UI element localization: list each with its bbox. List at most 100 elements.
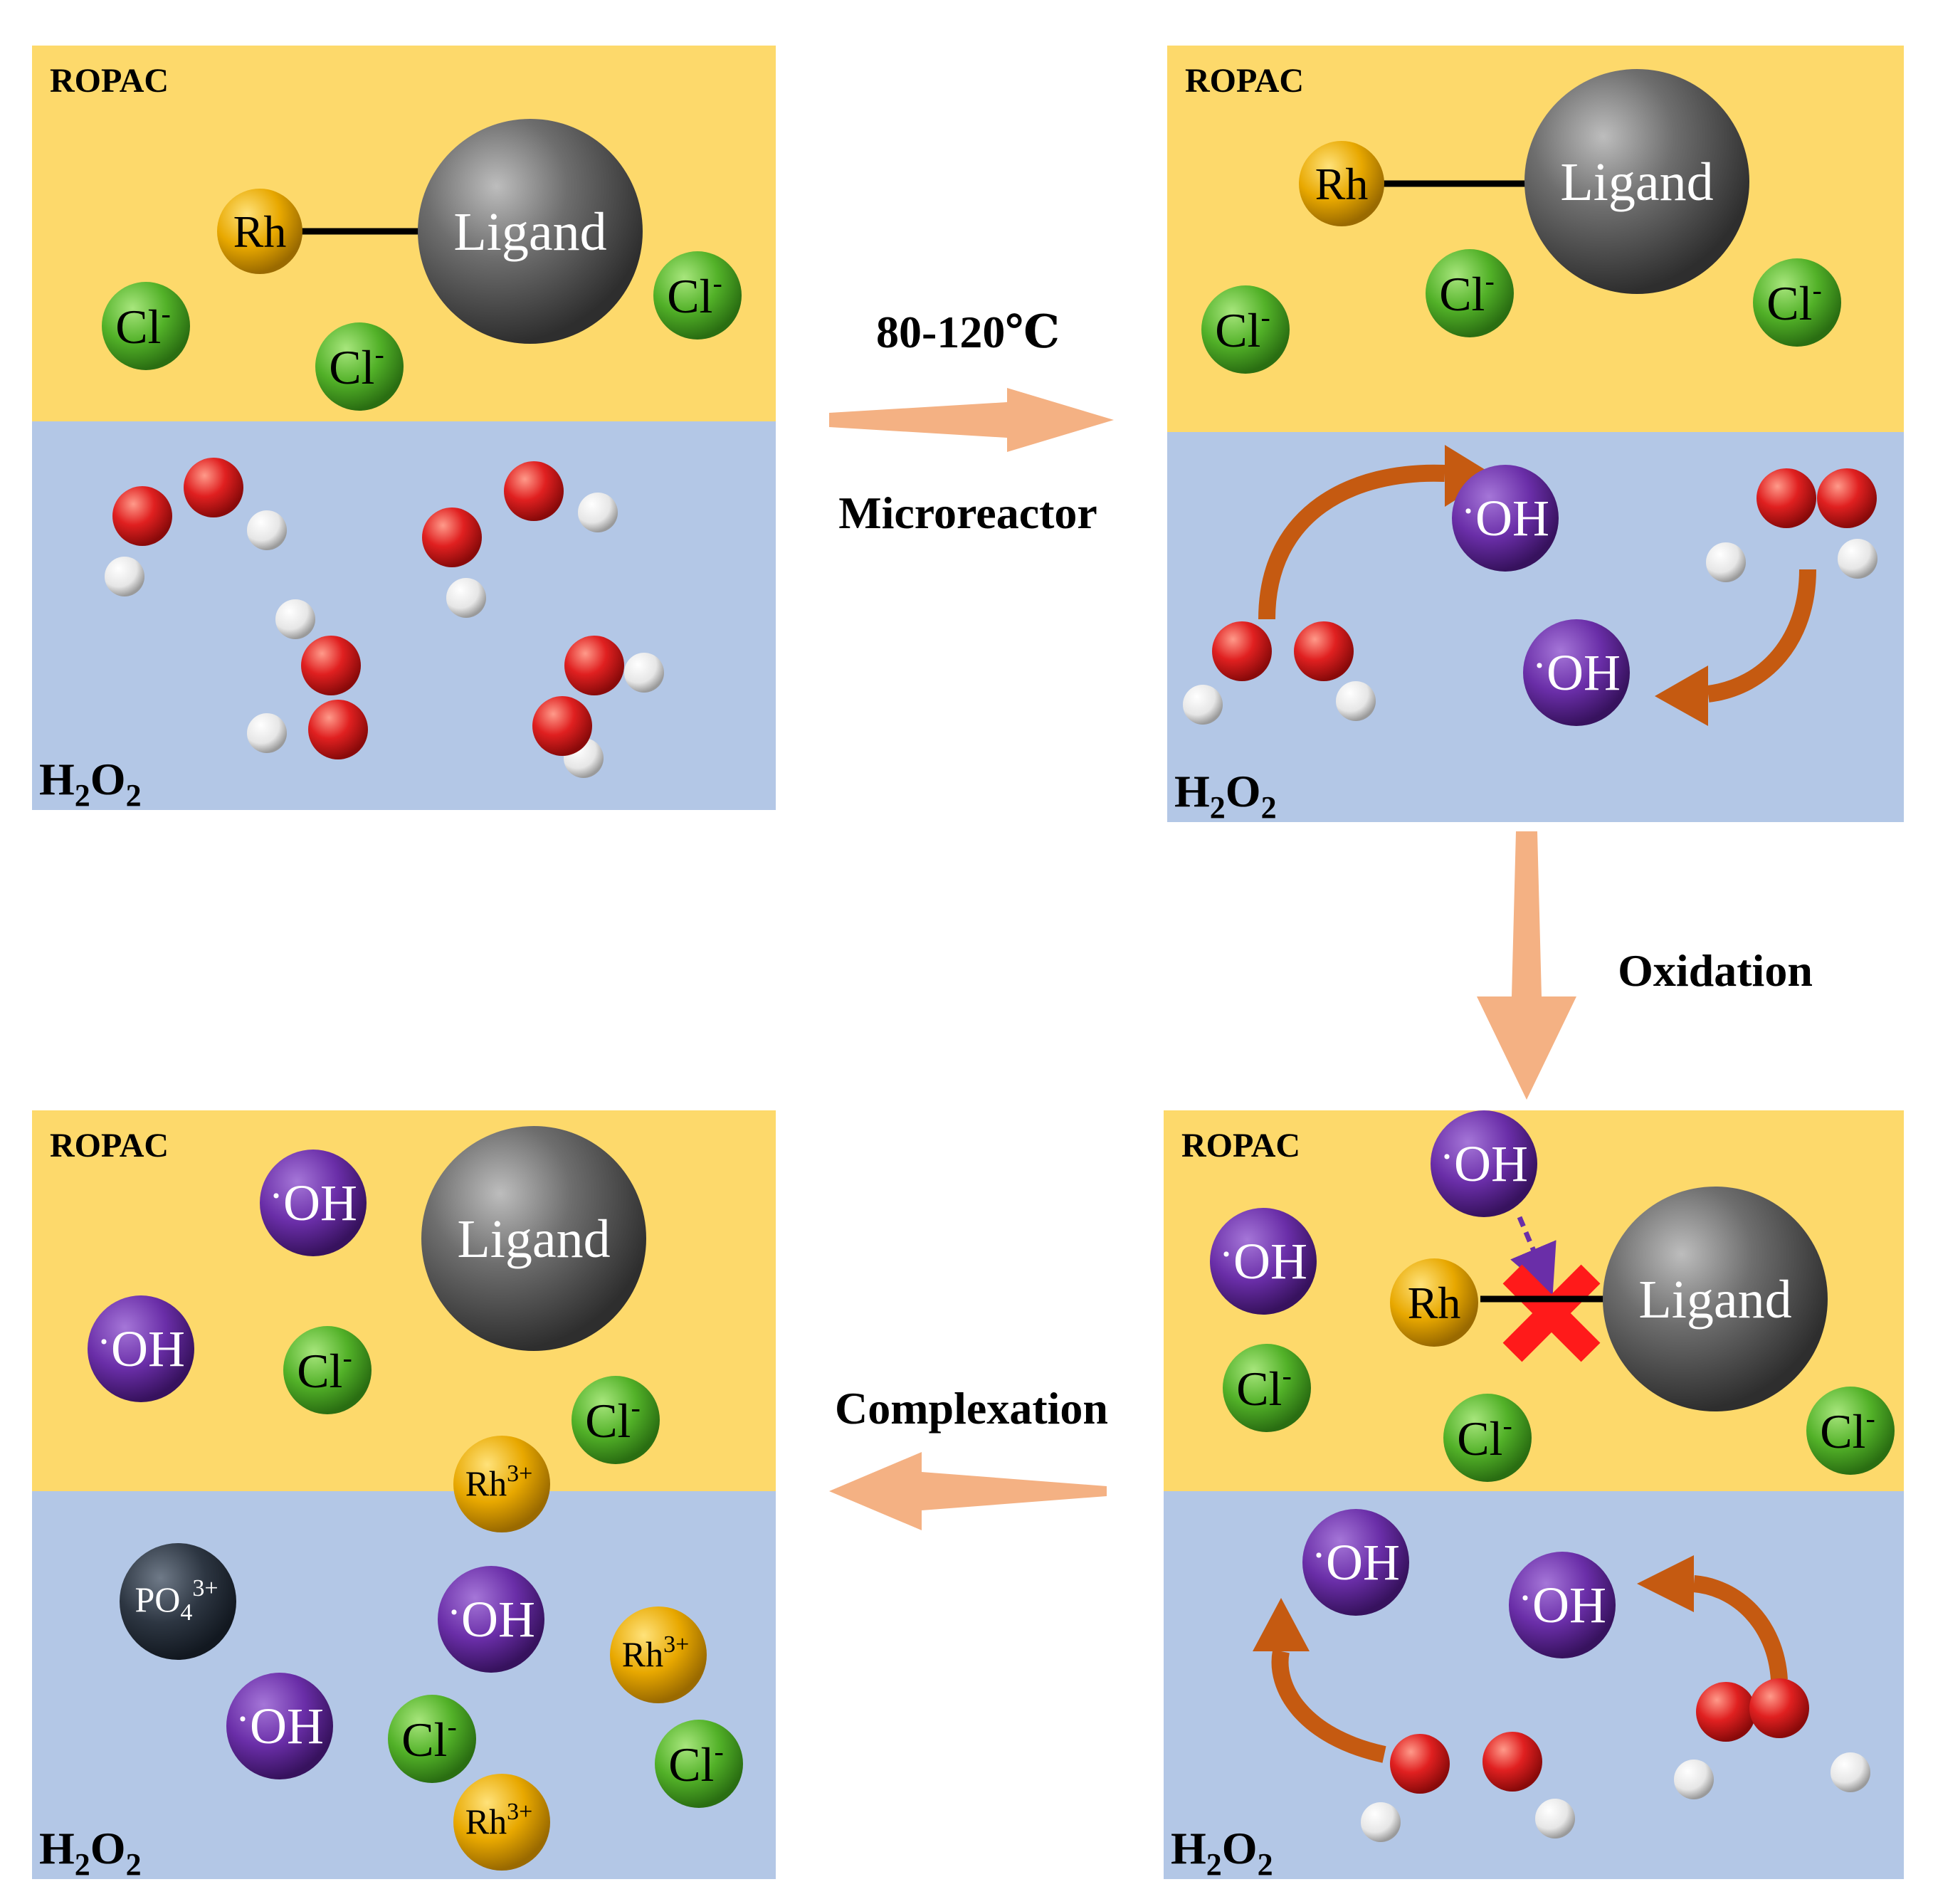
chloride-ball [1201,285,1290,374]
chloride-ion: Cl- [388,1695,476,1783]
phosphate-ball [120,1543,236,1660]
rh3-ball [453,1774,550,1871]
curved-arrow-head [1445,445,1495,507]
curved-arrow-head [1655,666,1708,726]
ligand-sphere: Ligand [1524,69,1749,294]
chloride-label: Cl- [1439,265,1495,321]
labels-layer: ROPACH2O2ROPACH2O2ROPACH2O2ROPACH2O280-1… [39,62,1813,1882]
chloride-ball [653,251,742,340]
hydrogen-atom [1838,539,1877,579]
hydroxyl-radical: ·OH [226,1673,333,1779]
step-label-temperature: 80-120℃ [876,307,1060,357]
hydroxyl-label: ·OH [1518,1574,1606,1634]
hydroxyl-ball [1302,1509,1409,1616]
oxygen-atom [1756,468,1816,528]
hydroxyl-label: ·OH [1461,488,1549,547]
step-arrow-microreactor [829,388,1114,452]
rh-ball [1390,1258,1478,1347]
chloride-ball [1753,258,1841,347]
hydroxyl-radical: ·OH [260,1150,367,1256]
oxygen-atom [564,636,624,695]
oxygen-atom [532,696,592,756]
oxygen-atom [184,458,243,517]
rh3-ball [610,1606,707,1703]
panel-top-left [32,46,776,810]
chloride-ball [388,1695,476,1783]
rh-atom: Rh [1299,141,1384,226]
curved-arrow-shaft [1692,1575,1788,1681]
rh-label: Rh [1408,1278,1461,1328]
chloride-label: Cl- [1766,274,1822,330]
hydrogen-atom [105,557,144,596]
ligand-ball [421,1126,646,1351]
hydrogen-atom [578,493,618,532]
hydroxyl-ball [260,1150,367,1256]
ligand-ball [418,119,643,344]
hydroxyl-label: ·OH [236,1695,324,1755]
hydrogen-atom [1535,1799,1575,1839]
chloride-ion: Cl- [572,1376,660,1464]
hydroxyl-radical: ·OH [88,1295,194,1402]
ligand-ball [1603,1187,1828,1411]
organic-phase [1167,46,1904,432]
aqueous-phase-label: H2O2 [1174,766,1277,825]
curved-arrow-shaft [1271,1649,1386,1763]
rh-ball [1299,141,1384,226]
aqueous-phase-label: H2O2 [39,754,142,813]
hydroxyl-label: ·OH [447,1589,535,1648]
chloride-ion: Cl- [315,322,404,411]
hydroxyl-radical: ·OH [1431,1110,1537,1217]
organic-phase-label: ROPAC [50,1127,169,1164]
hydroxyl-radical: ·OH [1523,619,1630,726]
oxygen-atom [308,700,368,759]
attack-arrow [1510,1216,1557,1296]
chloride-ball [1223,1344,1311,1432]
chloride-ball [1806,1387,1895,1475]
oxygen-atom [1817,468,1877,528]
rh3-label: Rh3+ [465,1799,533,1841]
chloride-label: Cl- [297,1342,352,1398]
ligand-sphere: Ligand [1603,1187,1828,1411]
hydroxyl-radical: ·OH [438,1566,544,1673]
chloride-ion: Cl- [1443,1394,1532,1482]
step-arrow-oxidation [1477,831,1576,1100]
hydroxyl-ball [88,1295,194,1402]
hydrogen-atom [446,578,486,618]
chloride-label: Cl- [585,1392,641,1448]
hydrogen-atom [1183,685,1223,725]
chloride-ball [283,1326,372,1414]
hydroxyl-label: ·OH [1312,1532,1400,1591]
chloride-ion: Cl- [1426,249,1514,337]
curved-arrow-head [1637,1555,1694,1612]
chloride-ion: Cl- [283,1326,372,1414]
curved-arrow-shaft [1258,464,1445,620]
oxygen-atom [504,461,564,521]
oxygen-atom [1390,1734,1450,1794]
hydroxyl-radical: ·OH [1302,1509,1409,1616]
hydroxyl-radical: ·OH [1452,465,1559,572]
rh3-ball [453,1436,550,1532]
aqueous-phase-label: H2O2 [39,1823,142,1882]
curved-arrow-shaft [1707,569,1816,703]
chloride-label: Cl- [115,298,171,354]
hydroxyl-ball [1452,465,1559,572]
chloride-ion: Cl- [1223,1344,1311,1432]
chloride-ion: Cl- [102,282,190,370]
chloride-ion: Cl- [1806,1387,1895,1475]
rh-label: Rh [1315,159,1369,209]
chloride-ion: Cl- [1201,285,1290,374]
ligand-ball [1524,69,1749,294]
oxygen-atom [112,486,172,546]
rh3-ion: Rh3+ [453,1774,550,1871]
oxygen-atom [1212,621,1272,681]
chloride-ball [102,282,190,370]
rh-ball [217,189,302,274]
hydrogen-atom [1336,681,1376,721]
bond-cleavage-mark [1502,1264,1601,1362]
rh-atom: Rh [217,189,302,274]
chloride-ball [1443,1394,1532,1482]
rh-label: Rh [233,206,287,257]
chloride-label: Cl- [329,338,384,394]
aqueous-phase-label: H2O2 [1171,1823,1273,1882]
